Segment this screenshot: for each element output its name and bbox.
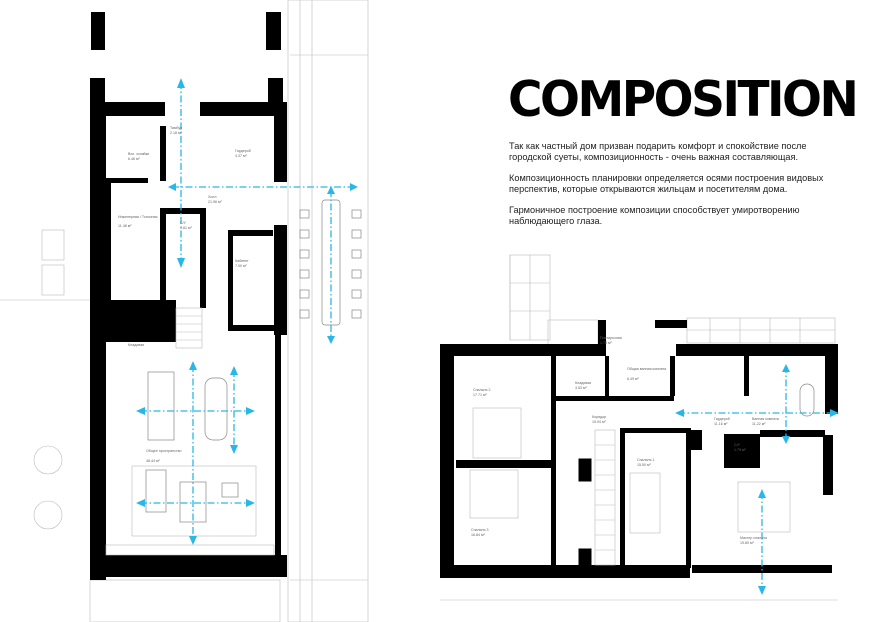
room-area: 16.84 м² — [471, 533, 485, 537]
room-area: 1.78 м² — [600, 341, 612, 345]
room-name: Инженерная / Топочная — [118, 215, 158, 219]
ground-floor-labels: Тамбур 2.18 м² Вхл. хозяйки 6.46 м² Гард… — [118, 126, 251, 463]
paragraph: Гармоничное построение композиции способ… — [509, 205, 800, 226]
page-title: COMPOSITION — [508, 70, 859, 129]
composition-axes — [136, 78, 839, 595]
room-name: Кабинет — [235, 259, 249, 263]
room-name: С/У — [180, 221, 187, 225]
room-area: 7.00 м² — [235, 264, 247, 268]
room-area: 15.50 м² — [637, 463, 651, 467]
room-name: Постирочная — [600, 336, 622, 340]
ground-floor-plan — [90, 12, 287, 580]
paragraph: Композиционность планировки определяется… — [509, 173, 824, 194]
room-area: 2.18 м² — [170, 131, 182, 135]
room-area: 21.96 м² — [208, 200, 222, 204]
paragraph: Так как частный дом призван подарить ком… — [509, 141, 807, 162]
room-name: Гардероб — [235, 149, 251, 153]
room-name: Спальня 3 — [471, 528, 488, 532]
room-name: Гардероб — [714, 417, 730, 421]
room-area: 3.53 м² — [575, 386, 587, 390]
room-area: 6.49 м² — [627, 377, 639, 381]
room-name: Коридор — [592, 415, 606, 419]
room-area: 15.94 м² — [592, 420, 606, 424]
room-name: Тамбур — [170, 126, 182, 130]
room-name: Кладовая — [575, 381, 591, 385]
room-name: Спальня 2 — [473, 388, 490, 392]
room-area: 11.22 м² — [752, 422, 766, 426]
room-area: 4.37 м² — [235, 154, 247, 158]
room-name: Кладовая — [128, 343, 144, 347]
room-area: 48.44 м² — [146, 459, 160, 463]
room-name: Вхл. хозяйки — [128, 152, 149, 156]
room-name: Общая ванная комната — [627, 367, 666, 371]
first-floor-labels: Постирочная 1.78 м² Кладовая 3.53 м² Общ… — [471, 336, 779, 545]
room-area: 1.79 м² — [734, 448, 746, 452]
room-area: 19.80 м² — [740, 541, 754, 545]
room-area: 11.48 м² — [118, 224, 132, 228]
room-area: 1.81 м² — [180, 226, 192, 230]
description: Так как частный дом призван подарить ком… — [509, 141, 839, 237]
room-name: Мастер спальня — [740, 536, 767, 540]
room-name: С/У — [734, 443, 741, 447]
room-name: Спальня 1 — [637, 458, 654, 462]
room-area: 17.71 м² — [473, 393, 487, 397]
room-name: Холл — [208, 195, 216, 199]
room-name: Общее пространство — [146, 449, 181, 453]
room-name: Ванная комната — [752, 417, 779, 421]
room-area: 11.16 м² — [714, 422, 728, 426]
room-area: 6.46 м² — [128, 157, 140, 161]
